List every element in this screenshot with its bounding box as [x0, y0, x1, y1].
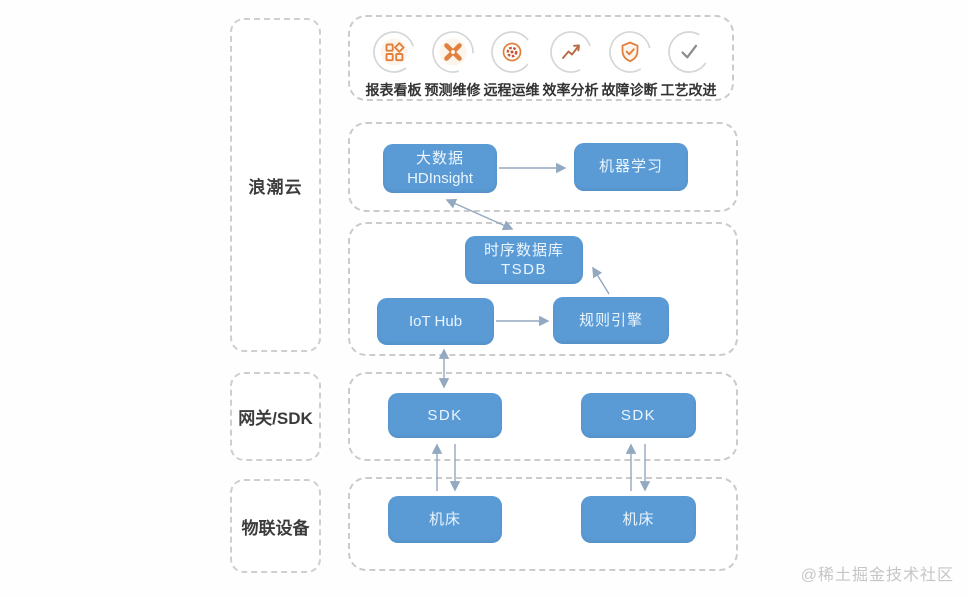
- app-fault-diagnosis: 故障诊断: [600, 29, 659, 100]
- app-process-improvement-label: 工艺改进: [660, 82, 717, 98]
- node-iot-hub: IoT Hub: [377, 298, 494, 345]
- remote-ops-icon: [490, 31, 533, 73]
- lane-iot-devices-label: 物联设备: [241, 518, 310, 538]
- app-efficiency-analysis: 效率分析: [541, 29, 600, 100]
- app-process-improvement: 工艺改进: [659, 29, 718, 100]
- app-dashboard-label: 报表看板: [365, 82, 422, 98]
- node-rules-engine-label: 规则引擎: [578, 311, 643, 329]
- process-improvement-icon: [667, 31, 710, 73]
- node-sdk-right: SDK: [581, 393, 696, 438]
- node-machine-learning-label: 机器学习: [598, 158, 663, 176]
- node-tsdb-line2: TSDB: [500, 261, 547, 278]
- app-dashboard: 报表看板: [364, 29, 423, 100]
- node-hdinsight: 大数据 HDInsight: [383, 144, 497, 193]
- node-sdk-left-label: SDK: [427, 406, 463, 424]
- watermark: @稀土掘金技术社区: [800, 567, 954, 584]
- node-sdk-right-label: SDK: [620, 406, 657, 424]
- app-predictive-maintenance-label: 预测维修: [424, 82, 481, 98]
- node-machine-learning: 机器学习: [574, 143, 688, 191]
- predictive-maintenance-icon: [431, 31, 474, 73]
- app-remote-ops: 远程运维: [482, 29, 541, 100]
- node-machine-tool-left: 机床: [388, 496, 502, 543]
- node-sdk-left: SDK: [388, 393, 502, 438]
- node-hdinsight-line2: HDInsight: [407, 169, 473, 187]
- node-machine-tool-right: 机床: [581, 496, 696, 543]
- node-machine-tool-right-label: 机床: [622, 510, 655, 528]
- lane-inspur-cloud-label: 浪潮云: [248, 177, 303, 197]
- node-iot-hub-label: IoT Hub: [408, 312, 463, 330]
- lane-gateway-sdk-label: 网关/SDK: [238, 409, 313, 428]
- app-remote-ops-label: 远程运维: [483, 82, 540, 98]
- node-tsdb-line1: 时序数据库: [483, 241, 564, 259]
- apps-container: 报表看板 预测维修 远程运维: [348, 15, 734, 101]
- app-fault-diagnosis-label: 故障诊断: [601, 82, 658, 98]
- lane-gateway-sdk: 网关/SDK: [230, 372, 321, 461]
- node-hdinsight-line1: 大数据: [415, 150, 464, 167]
- node-rules-engine: 规则引擎: [553, 297, 669, 344]
- node-tsdb: 时序数据库 TSDB: [465, 236, 583, 284]
- lane-inspur-cloud: 浪潮云: [230, 18, 321, 352]
- dashboard-icon: [372, 31, 415, 73]
- app-predictive-maintenance: 预测维修: [423, 29, 482, 100]
- fault-diagnosis-icon: [608, 31, 651, 73]
- lane-iot-devices: 物联设备: [230, 479, 321, 573]
- efficiency-analysis-icon: [549, 31, 592, 73]
- app-efficiency-analysis-label: 效率分析: [542, 82, 599, 98]
- node-machine-tool-left-label: 机床: [428, 510, 461, 528]
